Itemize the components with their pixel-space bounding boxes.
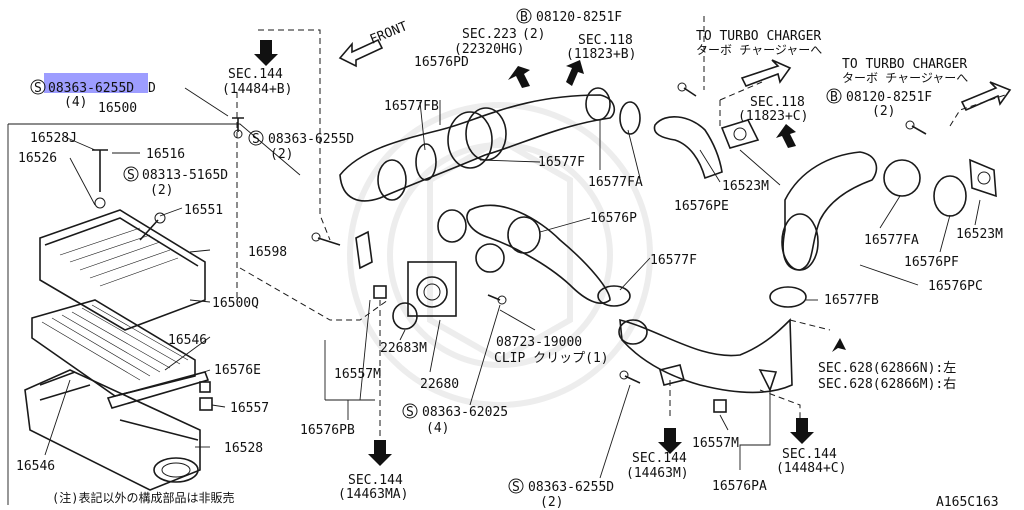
label-16576PC: 16576PC (928, 279, 983, 294)
label-16577FA-a: 16577FA (588, 175, 643, 190)
label-turbo-b: TO TURBO CHARGER (842, 57, 967, 72)
direction-arrows (254, 38, 1012, 466)
label-16577F-b: 16577F (650, 253, 697, 268)
label-sec223-sub: (22320HG) (454, 42, 524, 57)
label-sec628-right: SEC.628(62866M):右 (818, 377, 956, 392)
label-turbo-a: TO TURBO CHARGER (696, 29, 821, 44)
label-qty4-b: (4) (426, 421, 449, 436)
label-22680: 22680 (420, 377, 459, 392)
label-08723-19000: 08723-19000 (496, 335, 582, 350)
label-16576PE: 16576PE (674, 199, 729, 214)
label-sec118-b: SEC.118 (750, 95, 805, 110)
label-16528: 16528 (224, 441, 263, 456)
selection-highlight (44, 73, 148, 93)
label-16546-b: 16546 (16, 459, 55, 474)
label-16576PA: 16576PA (712, 479, 767, 494)
circle-b-mark: B (520, 10, 528, 25)
label-16576PD: 16576PD (414, 55, 469, 70)
label-16523M-a: 16523M (722, 179, 769, 194)
label-qty2-b: (2) (270, 147, 293, 162)
label-d-suffix: D (148, 81, 156, 96)
label-22683M: 22683M (380, 341, 427, 356)
label-turbo-b-jp: ターボ チャージャーへ (842, 71, 968, 85)
label-sec144-d: SEC.144 (782, 447, 837, 462)
circle-s-mark-4: S (406, 405, 414, 420)
label-sec223: SEC.223 (462, 27, 517, 42)
label-sec144-c: SEC.144 (632, 451, 687, 466)
label-sec223-qty: (2) (522, 27, 545, 42)
note-japanese: (注)表記以外の構成部品は非販売 (52, 490, 234, 505)
label-sec144-c-sub: (14463M) (626, 466, 689, 481)
label-08363-6255D-bot: 08363-6255D (528, 480, 614, 495)
label-08363-6255D-top: 08363-6255D (48, 81, 134, 96)
figure-code: A165C163 (936, 495, 999, 510)
label-08313-5165D: 08313-5165D (142, 168, 228, 183)
label-sec144-a-sub: (14484+B) (222, 82, 292, 97)
label-sec144-b: SEC.144 (348, 473, 403, 488)
label-16500: 16500 (98, 101, 137, 116)
label-front: FRONT (368, 19, 410, 48)
label-08120-8251F-a: 08120-8251F (536, 10, 622, 25)
label-qty4-top: (4) (64, 95, 87, 110)
label-16557M-a: 16557M (334, 367, 381, 382)
label-sec118-b-sub: (11823+C) (738, 109, 808, 124)
label-16576PB: 16576PB (300, 423, 355, 438)
label-turbo-a-jp: ターボ チャージャーへ (696, 43, 822, 57)
label-qty2-c: (2) (872, 104, 895, 119)
intake-ducts (311, 82, 997, 413)
label-16577FA-b: 16577FA (864, 233, 919, 248)
label-16557-a: 16557 (230, 401, 269, 416)
label-08363-62025: 08363-62025 (422, 405, 508, 420)
label-16576P: 16576P (590, 211, 637, 226)
label-16576PF: 16576PF (904, 255, 959, 270)
watermark (347, 102, 653, 408)
label-16500Q: 16500Q (212, 296, 259, 311)
label-qty2-a: (2) (150, 183, 173, 198)
circle-s-mark-2: S (127, 168, 135, 183)
label-16546-a: 16546 (168, 333, 207, 348)
label-16557M-b: 16557M (692, 436, 739, 451)
label-sec144-a: SEC.144 (228, 67, 283, 82)
label-16526: 16526 (18, 151, 57, 166)
circle-s-mark-3: S (252, 132, 260, 147)
label-08363-6255D-mid: 08363-6255D (268, 132, 354, 147)
label-16577FB-b: 16577FB (824, 293, 879, 308)
label-16577F-a: 16577F (538, 155, 585, 170)
label-16516: 16516 (146, 147, 185, 162)
part-labels: S 08363-6255D D (4) 16500 16528J 16526 1… (16, 8, 1003, 510)
air-cleaner-group (7, 87, 301, 505)
label-16528J: 16528J (30, 131, 77, 146)
label-16576E: 16576E (214, 363, 261, 378)
circle-s-mark: S (34, 81, 42, 96)
label-sec118-a: SEC.118 (578, 33, 633, 48)
label-clip: CLIP クリップ(1) (494, 351, 609, 366)
label-sec118-a-sub: (11823+B) (566, 47, 636, 62)
label-sec144-b-sub: (14463MA) (338, 487, 408, 502)
label-sec144-d-sub: (14484+C) (776, 461, 846, 476)
label-16598: 16598 (248, 245, 287, 260)
label-16577FB-a: 16577FB (384, 99, 439, 114)
circle-s-mark-5: S (512, 480, 520, 495)
label-16523M-b: 16523M (956, 227, 1003, 242)
label-16551: 16551 (184, 203, 223, 218)
label-sec628-left: SEC.628(62866N):左 (818, 361, 956, 376)
label-qty2-d: (2) (540, 495, 563, 510)
leader-lines (324, 100, 981, 479)
circle-b-mark-2: B (830, 90, 838, 105)
label-08120-8251F-b: 08120-8251F (846, 90, 932, 105)
